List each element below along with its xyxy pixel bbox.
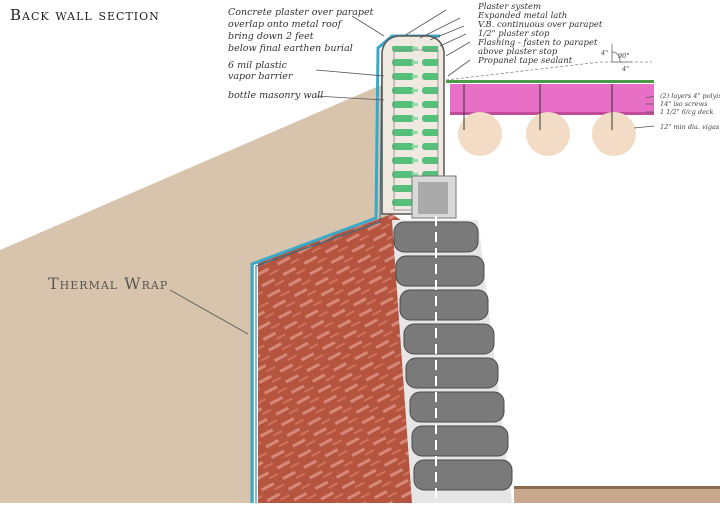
note-plaster-system: Plaster system [478,2,542,12]
note-plastic: 6 mil plastic [228,60,288,71]
note-metal-lath: Expanded metal lath [478,11,568,21]
note-vb-continuous: V.B. continuous over parapet [478,20,603,30]
note-flashing: Flashing - fasten to parapet [478,38,598,48]
note-iso-screws: 14" iso screws [660,100,708,108]
masonry-body [258,214,418,503]
note-concrete-plaster: Concrete plaster over parapet [228,7,374,18]
dim-height: 4" [601,49,609,57]
note-below-burial: below final earthen burial [228,43,353,54]
note-tape-sealant: Propanel tape sealant [478,56,573,66]
thermal-wrap-label: Thermal Wrap [48,274,169,293]
note-overlap: overlap onto metal roof [228,19,342,30]
note-vigas: 12" min dia. vigas [660,123,720,131]
insulation-layer [450,84,654,112]
drawing-title: Back wall section [10,6,160,24]
note-deck: 1 1/2" 6/cg deck [660,108,714,116]
note-bottle-wall: bottle masonry wall [228,90,324,101]
roof-deck-line [446,80,654,83]
dim-angle: 90° [618,52,630,60]
note-polyiso: (2) layers 4" polyiso [660,92,720,100]
note-vapor-barrier: vapor barrier [228,71,293,82]
dim-width: 4" [622,65,630,73]
earth-berm [0,82,390,503]
vigas [458,112,636,156]
note-bring-down: bring down 2 feet [228,31,314,42]
note-above-stop: above plaster stop [478,47,558,57]
note-plaster-stop: 1/2" plaster stop [478,29,550,39]
